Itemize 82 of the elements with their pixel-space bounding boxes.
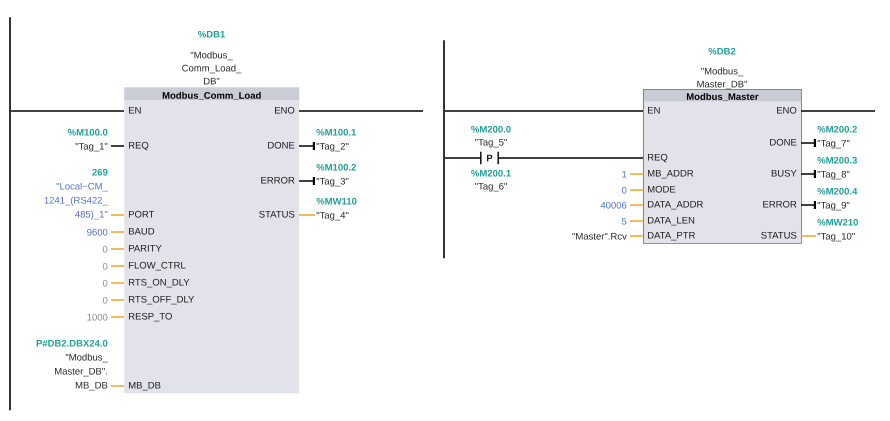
operand-label: %MW110 "Tag_4" bbox=[316, 198, 356, 220]
wire bbox=[299, 110, 423, 112]
pin-label: PARITY bbox=[129, 244, 162, 252]
operand-label: 1 bbox=[622, 170, 626, 178]
wire bbox=[630, 173, 643, 175]
operand-label: "Master".Rcv bbox=[572, 232, 627, 240]
wire bbox=[111, 385, 124, 387]
address-label: %DB1 bbox=[198, 30, 225, 38]
address-label: %M200.0 bbox=[471, 126, 511, 133]
operand-label: 9600 bbox=[87, 228, 108, 236]
wire bbox=[801, 235, 816, 237]
wire bbox=[299, 142, 315, 150]
pin-label: RTS_ON_DLY bbox=[129, 278, 190, 288]
operand-label: 40006 bbox=[600, 202, 626, 209]
operand-label: 269 "Local~CM_ 1241_(RS422_ 485)_1" bbox=[44, 168, 108, 220]
pin-label: MB_DB bbox=[129, 382, 160, 390]
pin-label: MODE bbox=[648, 186, 676, 193]
pin-label: BUSY bbox=[772, 170, 797, 177]
pin-label: EN bbox=[648, 106, 660, 114]
pin-label: ERROR bbox=[261, 176, 294, 184]
operand-label: %MW210 "Tag_10" bbox=[817, 218, 858, 242]
pin-label: RESP_TO bbox=[129, 312, 172, 322]
tag-label: "Modbus_ Comm_Load_ DB" bbox=[182, 52, 242, 84]
wire bbox=[11, 110, 124, 112]
operand-label: P#DB2.DBX24.0 "Modbus_ Master_DB". MB_DB bbox=[36, 340, 108, 390]
pin-label: ENO bbox=[275, 106, 294, 114]
wire bbox=[111, 265, 124, 267]
operand-label: 0 bbox=[102, 280, 108, 287]
pin-label: STATUS bbox=[259, 210, 294, 218]
pin-label: DATA_LEN bbox=[648, 216, 694, 226]
operand-label: 0 bbox=[102, 296, 108, 304]
pin-label: ENO bbox=[777, 106, 796, 114]
operand-label: 0 bbox=[102, 246, 108, 253]
pin-label: MB_ADDR bbox=[648, 170, 694, 178]
wire bbox=[445, 110, 643, 112]
wire bbox=[801, 139, 816, 147]
wire bbox=[111, 231, 124, 233]
pin-label: PORT bbox=[129, 210, 154, 218]
wire bbox=[630, 235, 643, 237]
operand-label: %M100.2 "Tag_3" bbox=[316, 164, 356, 186]
pin-label: BAUD bbox=[129, 228, 154, 235]
tag-label: "Modbus_ Master_DB" bbox=[697, 68, 748, 90]
wire bbox=[111, 282, 124, 284]
wire bbox=[630, 189, 643, 191]
operand-label: 1000 bbox=[87, 314, 108, 321]
wire bbox=[801, 110, 875, 112]
address-label: %DB2 bbox=[708, 48, 736, 55]
wire bbox=[630, 204, 643, 206]
pin-label: EN bbox=[129, 106, 141, 114]
pin-label: STATUS bbox=[761, 232, 796, 239]
wire bbox=[630, 220, 643, 222]
tag-label: "Tag_6" bbox=[475, 182, 507, 192]
operand-label: 5 bbox=[622, 218, 626, 225]
pin-label: DONE bbox=[770, 138, 796, 146]
wire bbox=[111, 214, 124, 216]
wire bbox=[111, 316, 124, 318]
operand-label: %M100.0 "Tag_1" bbox=[68, 128, 108, 152]
wire bbox=[111, 145, 124, 147]
wire bbox=[445, 157, 481, 159]
pin-label: ERROR bbox=[763, 200, 796, 208]
wire bbox=[801, 170, 816, 178]
operand-label: 0 bbox=[622, 186, 626, 194]
operand-label: 0 bbox=[102, 262, 108, 270]
pin-label: FLOW_CTRL bbox=[129, 262, 186, 270]
address-label: %M200.1 bbox=[471, 170, 511, 177]
wire bbox=[801, 201, 816, 209]
operand-label: %M100.1 "Tag_2" bbox=[316, 128, 356, 152]
operand-label: %M200.2 "Tag_7" bbox=[817, 126, 857, 148]
pin-label: DATA_PTR bbox=[648, 232, 695, 240]
wire bbox=[299, 214, 315, 216]
operand-label: %M200.3 "Tag_8" bbox=[817, 156, 857, 180]
pin-label: RTS_OFF_DLY bbox=[129, 296, 194, 304]
wire bbox=[299, 177, 315, 185]
pin-label: REQ bbox=[129, 142, 148, 150]
pin-label: DATA_ADDR bbox=[648, 200, 703, 210]
pin-label: DONE bbox=[268, 142, 294, 149]
pin-label: REQ bbox=[648, 154, 668, 162]
wire bbox=[498, 157, 643, 159]
wire bbox=[111, 248, 124, 250]
operand-label: %M200.4 "Tag_9" bbox=[817, 188, 858, 210]
wire bbox=[111, 299, 124, 301]
tag-label: "Tag_5" bbox=[475, 138, 507, 148]
